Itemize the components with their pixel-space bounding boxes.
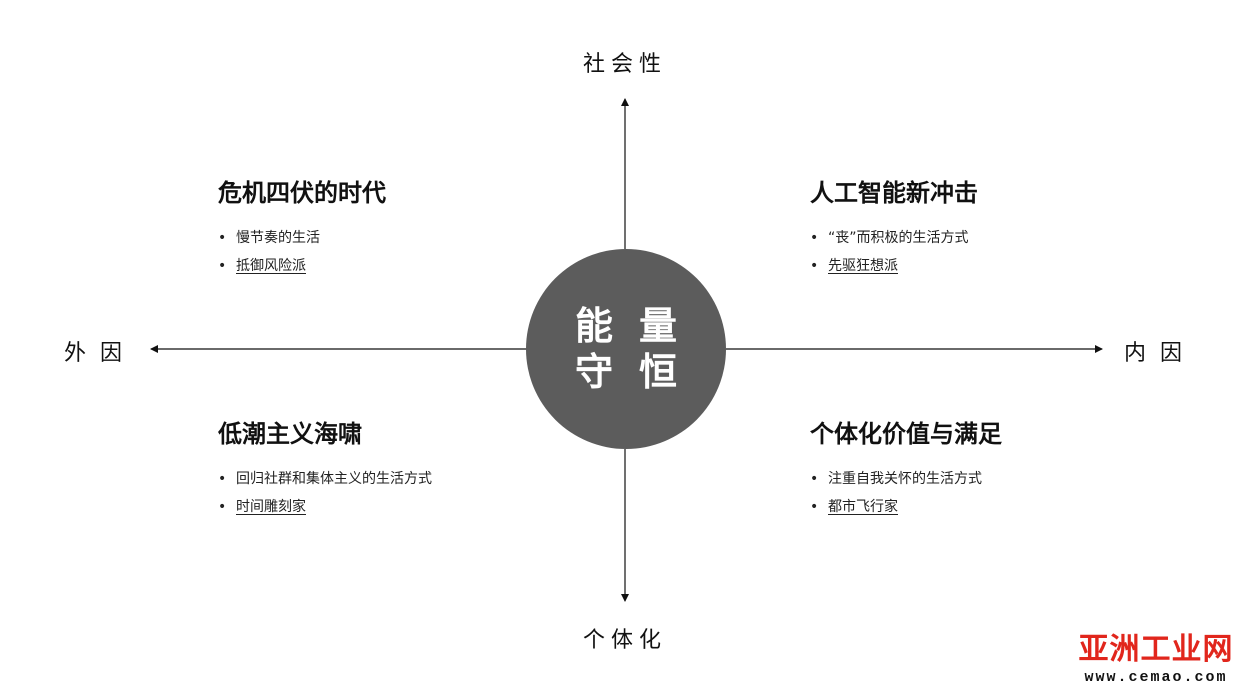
list-item[interactable]: • 都市飞行家 — [810, 493, 1002, 521]
list-item-link[interactable]: 时间雕刻家 — [236, 499, 306, 515]
bullet-icon: • — [810, 471, 819, 487]
bullet-icon: • — [218, 258, 227, 274]
list-item: • “丧”而积极的生活方式 — [810, 224, 978, 252]
quadrant-title: 危机四伏的时代 — [218, 179, 386, 207]
quadrant-title: 低潮主义海啸 — [218, 420, 362, 448]
watermark-logo: 亚洲工业网 www.cemao.com — [1070, 632, 1242, 688]
list-item[interactable]: • 先驱狂想派 — [810, 252, 978, 280]
bullet-icon: • — [218, 499, 227, 515]
axis-label-right: 内因 — [1124, 341, 1197, 366]
list-item: • 慢节奏的生活 — [218, 224, 386, 252]
list-item-text: “丧”而积极的生活方式 — [828, 230, 969, 246]
center-circle: 能量 守恒 — [526, 249, 726, 449]
axis-label-bottom: 个体化 — [583, 628, 668, 653]
list-item[interactable]: • 抵御风险派 — [218, 252, 386, 280]
list-item-link[interactable]: 抵御风险派 — [236, 258, 306, 274]
quadrant-list: • 回归社群和集体主义的生活方式 • 时间雕刻家 — [218, 465, 432, 521]
watermark-url: www.cemao.com — [1084, 669, 1228, 686]
quadrant-list: • “丧”而积极的生活方式 • 先驱狂想派 — [810, 224, 978, 280]
list-item: • 注重自我关怀的生活方式 — [810, 465, 1002, 493]
quadrant-title: 人工智能新冲击 — [810, 179, 978, 207]
list-item-text: 慢节奏的生活 — [236, 230, 320, 246]
list-item-text: 回归社群和集体主义的生活方式 — [236, 471, 432, 487]
list-item: • 回归社群和集体主义的生活方式 — [218, 465, 432, 493]
bullet-icon: • — [810, 258, 819, 274]
list-item-text: 注重自我关怀的生活方式 — [828, 471, 982, 487]
axis-label-top: 社会性 — [583, 52, 668, 77]
list-item[interactable]: • 时间雕刻家 — [218, 493, 432, 521]
center-text-line2: 守恒 — [574, 350, 703, 394]
quadrant-bottom-left: 低潮主义海啸 • 回归社群和集体主义的生活方式 • 时间雕刻家 — [218, 417, 432, 521]
quadrant-top-left: 危机四伏的时代 • 慢节奏的生活 • 抵御风险派 — [218, 176, 386, 280]
quadrant-list: • 慢节奏的生活 • 抵御风险派 — [218, 224, 386, 280]
bullet-icon: • — [810, 230, 819, 246]
list-item-link[interactable]: 先驱狂想派 — [828, 258, 898, 274]
bullet-icon: • — [218, 471, 227, 487]
quadrant-top-right: 人工智能新冲击 • “丧”而积极的生活方式 • 先驱狂想派 — [810, 176, 978, 280]
center-text-line1: 能量 — [574, 304, 703, 348]
list-item-link[interactable]: 都市飞行家 — [828, 499, 898, 515]
axis-label-left: 外因 — [64, 341, 137, 366]
quadrant-bottom-right: 个体化价值与满足 • 注重自我关怀的生活方式 • 都市飞行家 — [810, 417, 1002, 521]
bullet-icon: • — [218, 230, 227, 246]
quadrant-list: • 注重自我关怀的生活方式 • 都市飞行家 — [810, 465, 1002, 521]
quadrant-title: 个体化价值与满足 — [810, 420, 1002, 448]
bullet-icon: • — [810, 499, 819, 515]
watermark-brand: 亚洲工业网 — [1078, 632, 1234, 667]
